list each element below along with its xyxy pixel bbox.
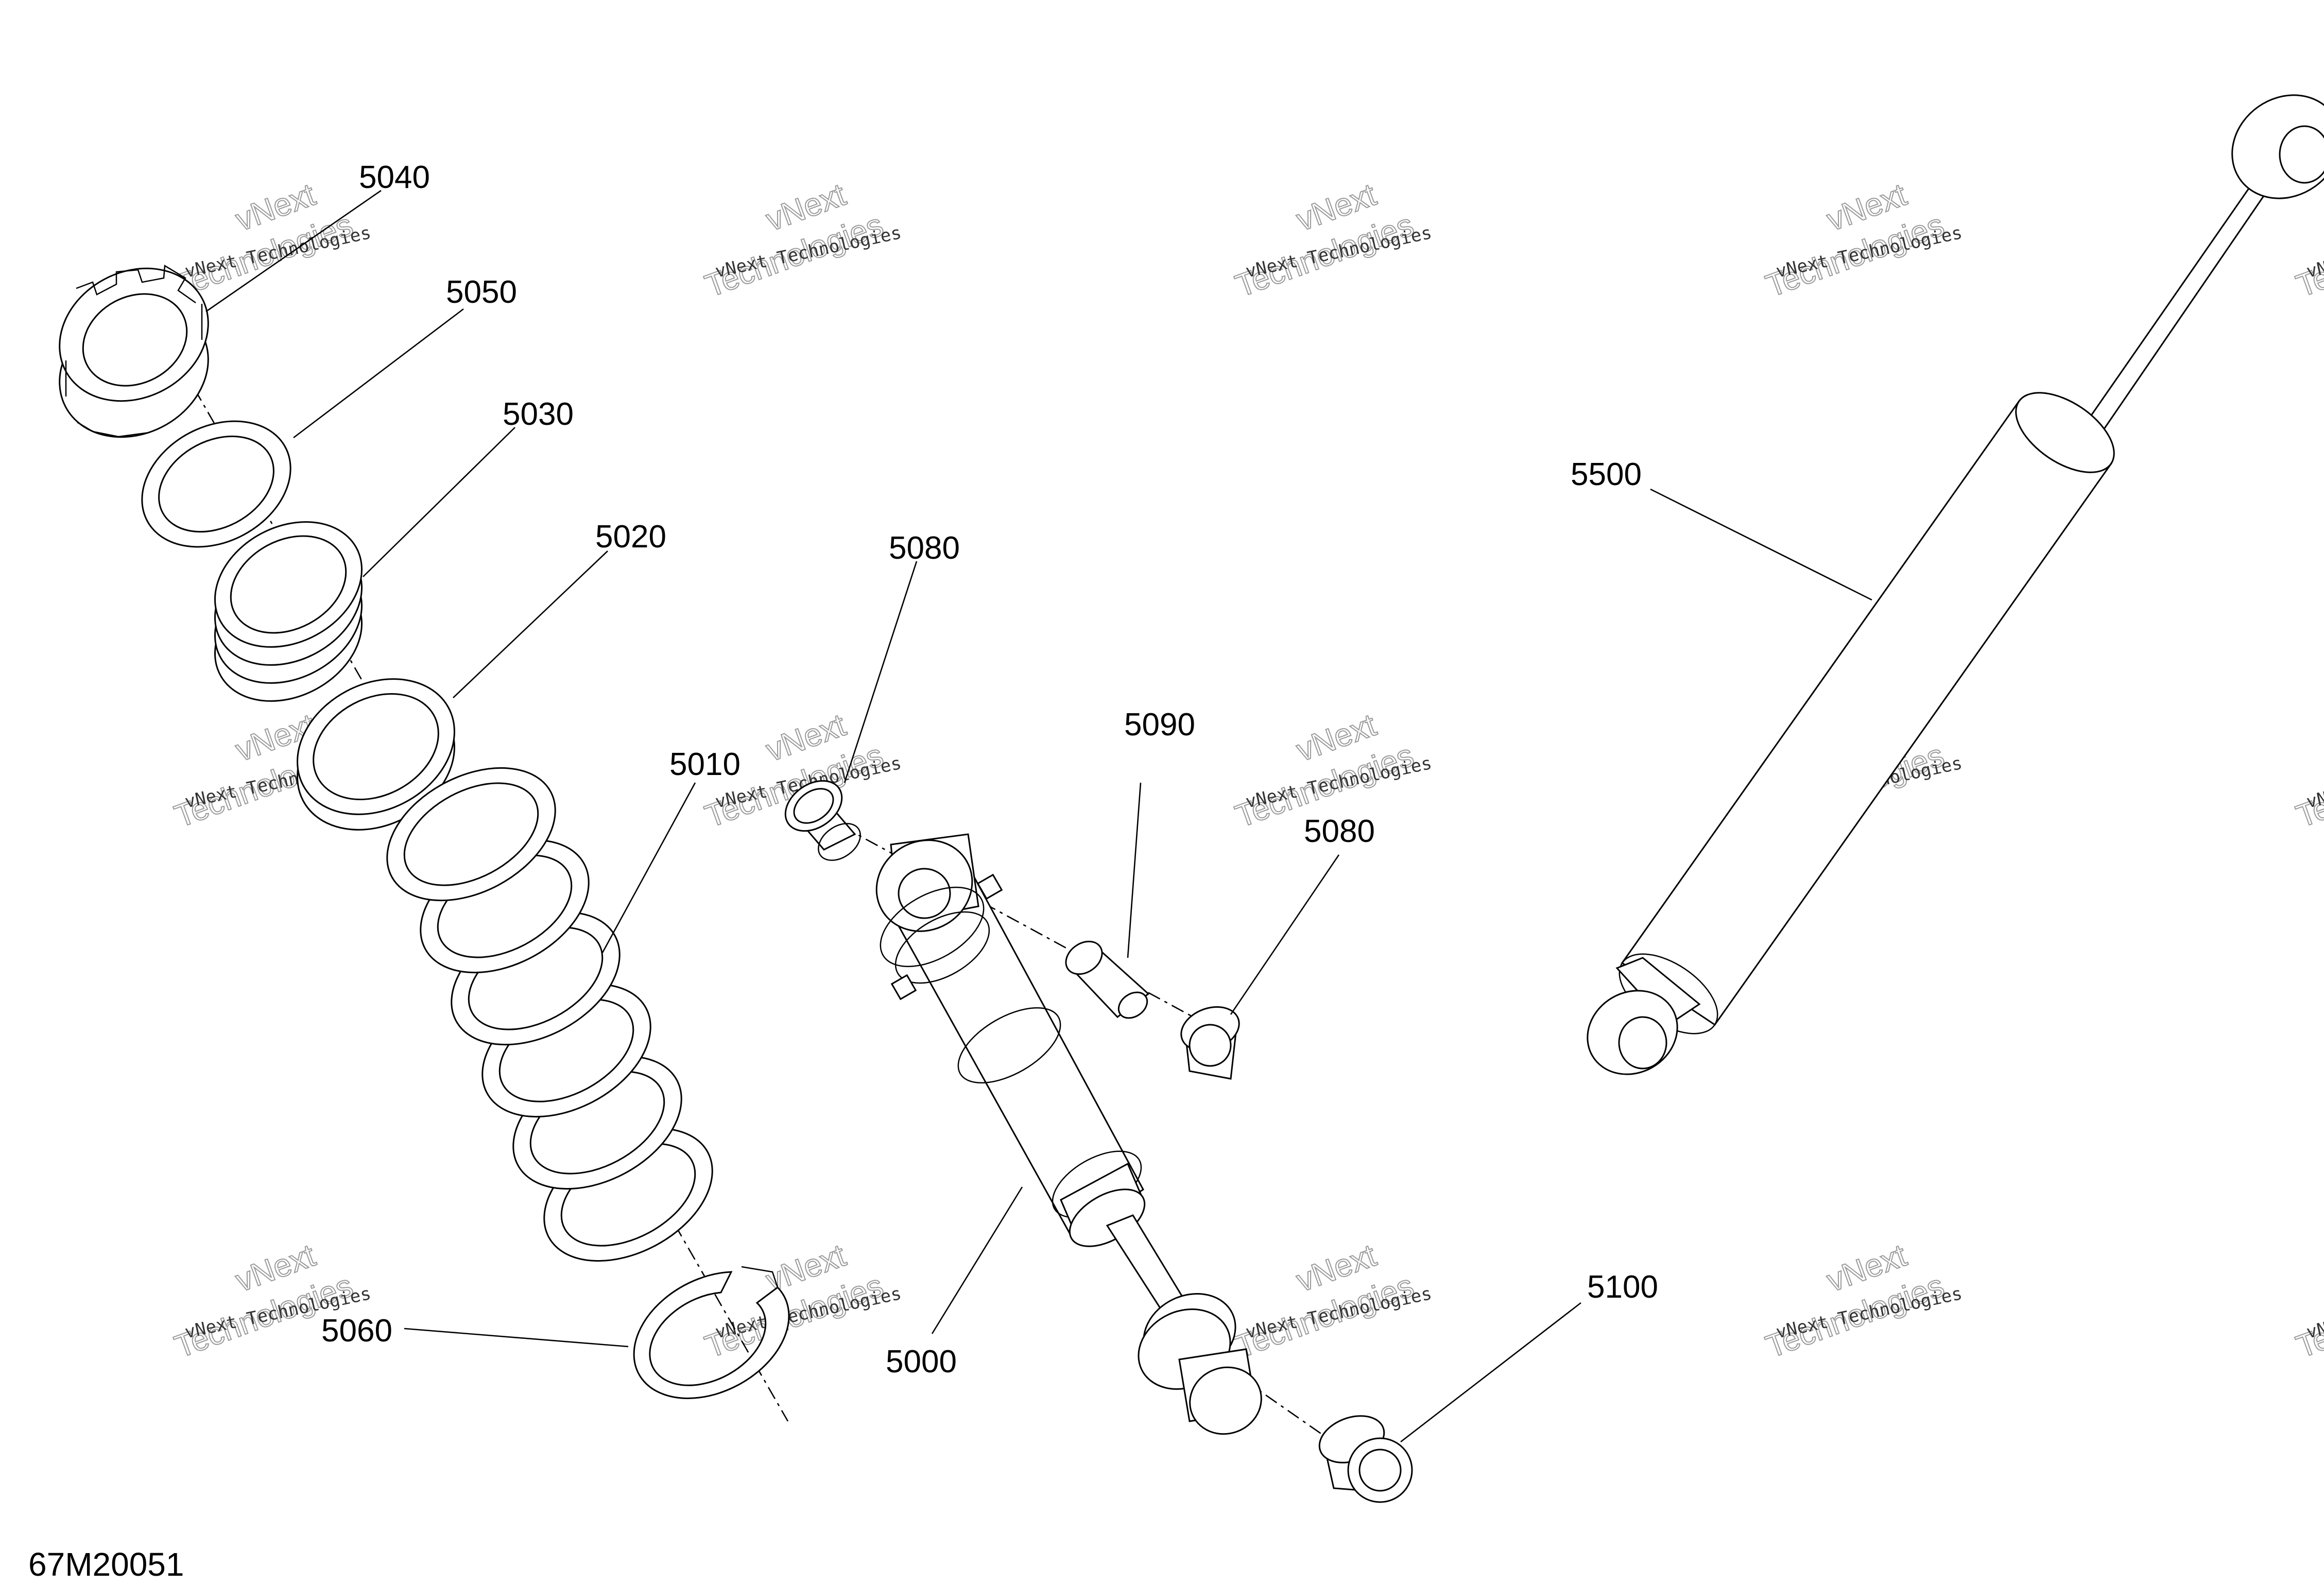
callout-5030: 5030 [503, 397, 574, 432]
callout-5090: 5090 [1124, 707, 1195, 743]
callout-5500: 5500 [1571, 457, 1642, 492]
part-5500-shock-complete [1587, 94, 2324, 1075]
callout-5060: 5060 [321, 1313, 392, 1349]
part-5100-bushing [1318, 1415, 1413, 1503]
callout-5040: 5040 [359, 160, 430, 195]
watermark-caption: vNext Technologies [2304, 222, 2324, 282]
callout-5080-upper: 5080 [889, 530, 960, 566]
watermark-caption: vNext Technologies [2304, 1283, 2324, 1343]
callout-labels: 5040 5050 5030 5020 5010 5060 5080 5090 … [321, 160, 1658, 1380]
part-5030-spring-stop [214, 521, 363, 702]
part-5080-bushing-lower [1180, 1006, 1240, 1080]
part-5040-adjuster-nut [59, 264, 209, 438]
callout-5080-lower: 5080 [1304, 814, 1375, 849]
callout-5100: 5100 [1587, 1269, 1658, 1305]
part-5060-split-retainer [633, 1266, 790, 1399]
part-5000-shock-absorber [875, 833, 1262, 1435]
watermark-caption: vNext Technologies [2304, 753, 2324, 813]
part-5010-coil-spring [386, 767, 713, 1262]
figure-reference: 67M20051 [28, 1546, 184, 1582]
callout-5020: 5020 [595, 519, 666, 555]
part-5020-spacer-ring [297, 678, 455, 831]
part-5050-washer [141, 420, 291, 548]
watermark-word-technologies: Technologies [2292, 207, 2324, 304]
part-5080-bushing-upper [784, 780, 861, 861]
callout-5010: 5010 [669, 747, 741, 782]
leader-lines [205, 189, 1872, 1443]
callout-5000: 5000 [886, 1344, 957, 1380]
watermark-word-technologies: Technologies [2292, 737, 2324, 835]
callout-5050: 5050 [446, 274, 517, 310]
part-5090-sleeve [1065, 940, 1150, 1019]
watermark-word-technologies: Technologies [2292, 1268, 2324, 1365]
